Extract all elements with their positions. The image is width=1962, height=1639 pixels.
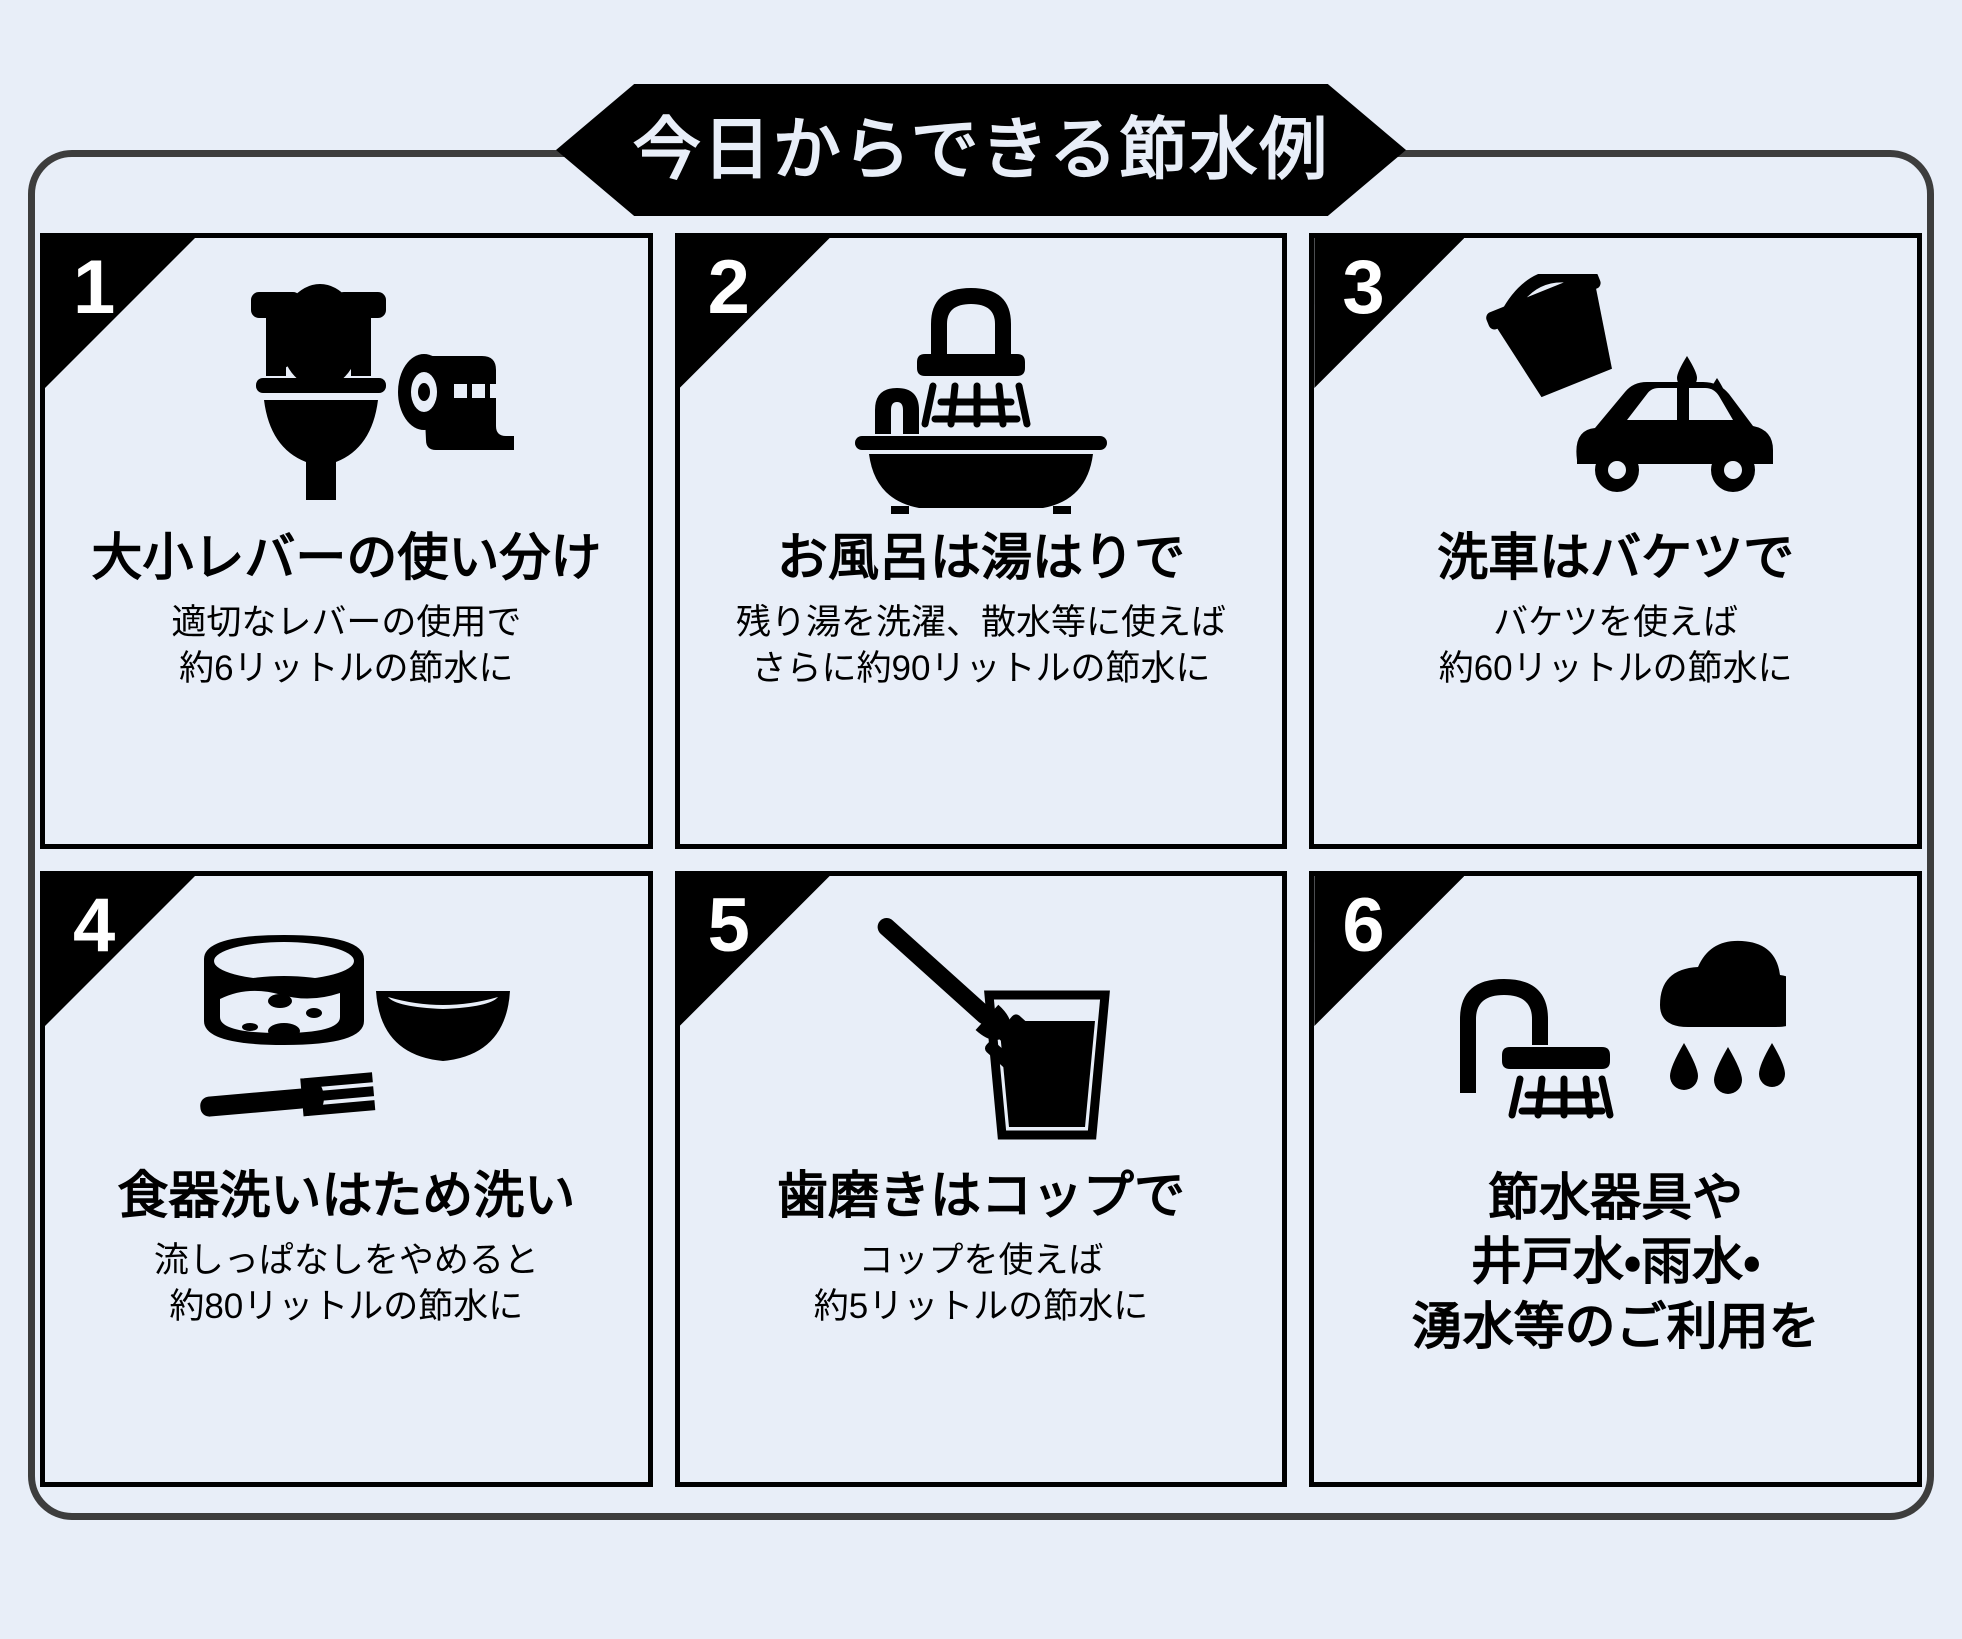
card-sub-line: 適切なレバーの使用で: [171, 603, 522, 643]
card-text-4: 食器洗いはため洗い 流しっぱなしをやめると 約80リットルの節水に: [45, 1166, 648, 1482]
dishes-bowl-fork-icon: [45, 876, 648, 1166]
shower-and-bathtub-icon: [680, 238, 1283, 528]
card-title-line: 井戸水・雨水・: [1470, 1233, 1761, 1291]
shower-and-rain-cloud-icon: [1314, 876, 1917, 1166]
card-title-3: 洗車はバケツで: [1437, 529, 1795, 586]
card-text-2: お風呂は湯はりで 残り湯を洗濯、散水等に使えば さらに約90リットルの節水に: [680, 528, 1283, 844]
toothbrush-and-cup-icon: [680, 876, 1283, 1166]
card-number-5: 5: [707, 883, 750, 968]
card-sub-line: 約80リットルの節水に: [169, 1286, 524, 1326]
card-number-2: 2: [707, 245, 750, 330]
tip-card-6: 6: [1309, 871, 1922, 1487]
card-title-1: 大小レバーの使い分け: [91, 529, 602, 586]
tips-grid: 1: [40, 233, 1922, 1487]
card-subtitle-5: コップを使えば 約5リットルの節水に: [814, 1238, 1148, 1329]
card-text-6: 節水器具や 井戸水・雨水・ 湧水等のご利用を: [1314, 1166, 1917, 1482]
tip-card-1: 1: [40, 233, 653, 849]
card-sub-line: コップを使えば: [858, 1241, 1104, 1281]
card-subtitle-1: 適切なレバーの使用で 約6リットルの節水に: [171, 600, 521, 691]
card-title-6: 節水器具や 井戸水・雨水・ 湧水等のご利用を: [1412, 1166, 1820, 1359]
card-subtitle-2: 残り湯を洗濯、散水等に使えば さらに約90リットルの節水に: [736, 600, 1226, 691]
tip-card-2: 2: [674, 233, 1288, 849]
card-sub-line: 残り湯を洗濯、散水等に使えば: [735, 603, 1226, 643]
card-sub-line: 約5リットルの節水に: [813, 1286, 1149, 1326]
card-text-3: 洗車はバケツで バケツを使えば 約60リットルの節水に: [1314, 528, 1917, 844]
card-sub-line: バケツを使えば: [1493, 603, 1739, 643]
card-sub-line: 約60リットルの節水に: [1438, 648, 1793, 688]
card-sub-line: さらに約90リットルの節水に: [751, 648, 1211, 688]
card-text-5: 歯磨きはコップで コップを使えば 約5リットルの節水に: [680, 1166, 1283, 1482]
card-sub-line: 流しっぱなしをやめると: [153, 1241, 539, 1281]
card-sub-line: 約6リットルの節水に: [179, 648, 514, 688]
card-title-4: 食器洗いはため洗い: [117, 1167, 576, 1224]
bucket-and-car-icon: [1314, 238, 1917, 528]
card-subtitle-4: 流しっぱなしをやめると 約80リットルの節水に: [154, 1238, 539, 1329]
page-title: 今日からできる節水例: [632, 112, 1330, 188]
card-title-line: 節水器具や: [1488, 1169, 1744, 1226]
card-text-1: 大小レバーの使い分け 適切なレバーの使用で 約6リットルの節水に: [45, 528, 648, 844]
toilet-and-paper-roll-icon: [45, 238, 648, 528]
card-title-2: お風呂は湯はりで: [776, 529, 1185, 586]
tip-card-5: 5 歯磨きはコップで: [674, 871, 1288, 1487]
title-banner: 今日からできる節水例: [556, 84, 1406, 216]
card-number-1: 1: [73, 245, 116, 330]
tip-card-4: 4: [40, 871, 653, 1487]
card-number-6: 6: [1342, 883, 1385, 968]
card-number-4: 4: [73, 883, 116, 968]
card-subtitle-3: バケツを使えば 約60リットルの節水に: [1439, 600, 1793, 691]
card-title-line: 湧水等のご利用を: [1411, 1297, 1820, 1355]
card-title-5: 歯磨きはコップで: [776, 1167, 1185, 1224]
card-number-3: 3: [1342, 245, 1385, 330]
tip-card-3: 3: [1309, 233, 1922, 849]
